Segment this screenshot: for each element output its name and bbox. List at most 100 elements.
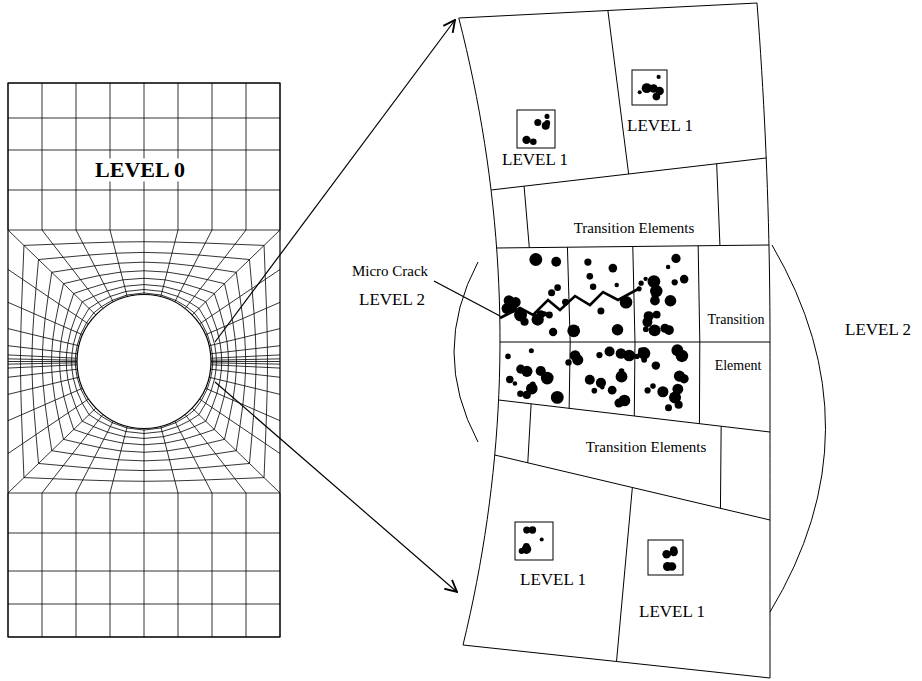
level-label: LEVEL 2 (843, 321, 913, 339)
particle (522, 136, 530, 144)
particle (671, 254, 680, 263)
plate-outline (8, 83, 280, 637)
particle (648, 275, 661, 288)
particle (605, 347, 615, 357)
element-edge (608, 11, 629, 175)
particle (572, 354, 583, 365)
particle (608, 386, 617, 395)
particle (634, 354, 639, 359)
mesh-ring (75, 293, 212, 430)
mesh-line (76, 493, 77, 637)
mesh-ring (72, 289, 217, 433)
mesh-ring (52, 271, 237, 452)
mesh-ring (21, 242, 268, 482)
particle (638, 281, 643, 286)
particle (612, 324, 623, 335)
particle (652, 361, 660, 369)
mesh-line (144, 83, 145, 230)
particle (668, 562, 677, 571)
mesh-line (246, 493, 247, 637)
element-edge (633, 247, 635, 343)
region-label: Transition Elements (584, 440, 709, 456)
mesh-line (178, 493, 179, 637)
particle (590, 284, 596, 290)
element-edge (717, 164, 720, 246)
particle (672, 384, 683, 395)
particle (676, 350, 688, 362)
particle (638, 347, 650, 359)
particle (529, 253, 542, 266)
particle (615, 283, 619, 287)
mesh-line (212, 83, 213, 230)
element-edge (569, 342, 570, 408)
element-edge (459, 18, 500, 645)
particle (544, 120, 550, 126)
particle (623, 350, 635, 362)
particle (529, 526, 536, 533)
mesh-line (42, 493, 43, 637)
particle (551, 257, 561, 267)
particle (596, 352, 602, 358)
particle (546, 311, 553, 318)
level1-cells (515, 70, 683, 575)
particle (616, 371, 628, 383)
mesh-line (178, 83, 179, 230)
particle (530, 138, 537, 145)
level0-mesh (8, 83, 280, 637)
particle (529, 348, 534, 353)
level-label: LEVEL 1 (500, 151, 570, 169)
particle (643, 277, 647, 281)
mesh-line (144, 493, 145, 637)
particle (565, 359, 571, 365)
element-edge (524, 186, 529, 247)
callout-label: Micro Crack (350, 264, 430, 280)
mesh-line (246, 83, 247, 230)
mesh-line (110, 83, 111, 230)
element-edge (528, 404, 531, 463)
particle (548, 289, 555, 296)
particle (680, 275, 689, 284)
region-label: Transition (705, 313, 766, 328)
mesh-ring (60, 278, 229, 445)
particle (597, 308, 604, 315)
level2-bracket (770, 245, 826, 612)
particle (554, 284, 561, 291)
zoom-fan (459, 3, 770, 678)
particle (644, 311, 654, 321)
unit-cell (515, 522, 553, 560)
unit-cell (648, 540, 683, 575)
level-label: LEVEL 2 (357, 291, 427, 309)
particle (540, 538, 544, 542)
hole (77, 295, 211, 429)
particle (657, 386, 668, 397)
particle (517, 391, 523, 397)
level-label: LEVEL 1 (518, 571, 588, 589)
element-edge (757, 3, 770, 678)
particle (672, 279, 678, 285)
element-edge (720, 426, 722, 508)
particle (614, 399, 623, 408)
particle (545, 114, 550, 119)
particle (549, 328, 557, 336)
particle (643, 326, 649, 332)
particle (585, 375, 595, 385)
particle (665, 404, 672, 411)
mesh-line (42, 83, 43, 230)
particle (653, 311, 661, 319)
particle (649, 324, 661, 336)
unit-cell (632, 70, 667, 105)
level-label: LEVEL 1 (637, 603, 707, 621)
particle (662, 550, 670, 558)
particle (551, 391, 564, 404)
particle (513, 381, 518, 386)
level2-bracket (454, 262, 478, 442)
element-edge (699, 342, 700, 424)
particle (670, 548, 678, 556)
particle (644, 387, 650, 393)
leader-line (434, 281, 500, 316)
mesh-line (212, 493, 213, 637)
particle (519, 548, 525, 554)
